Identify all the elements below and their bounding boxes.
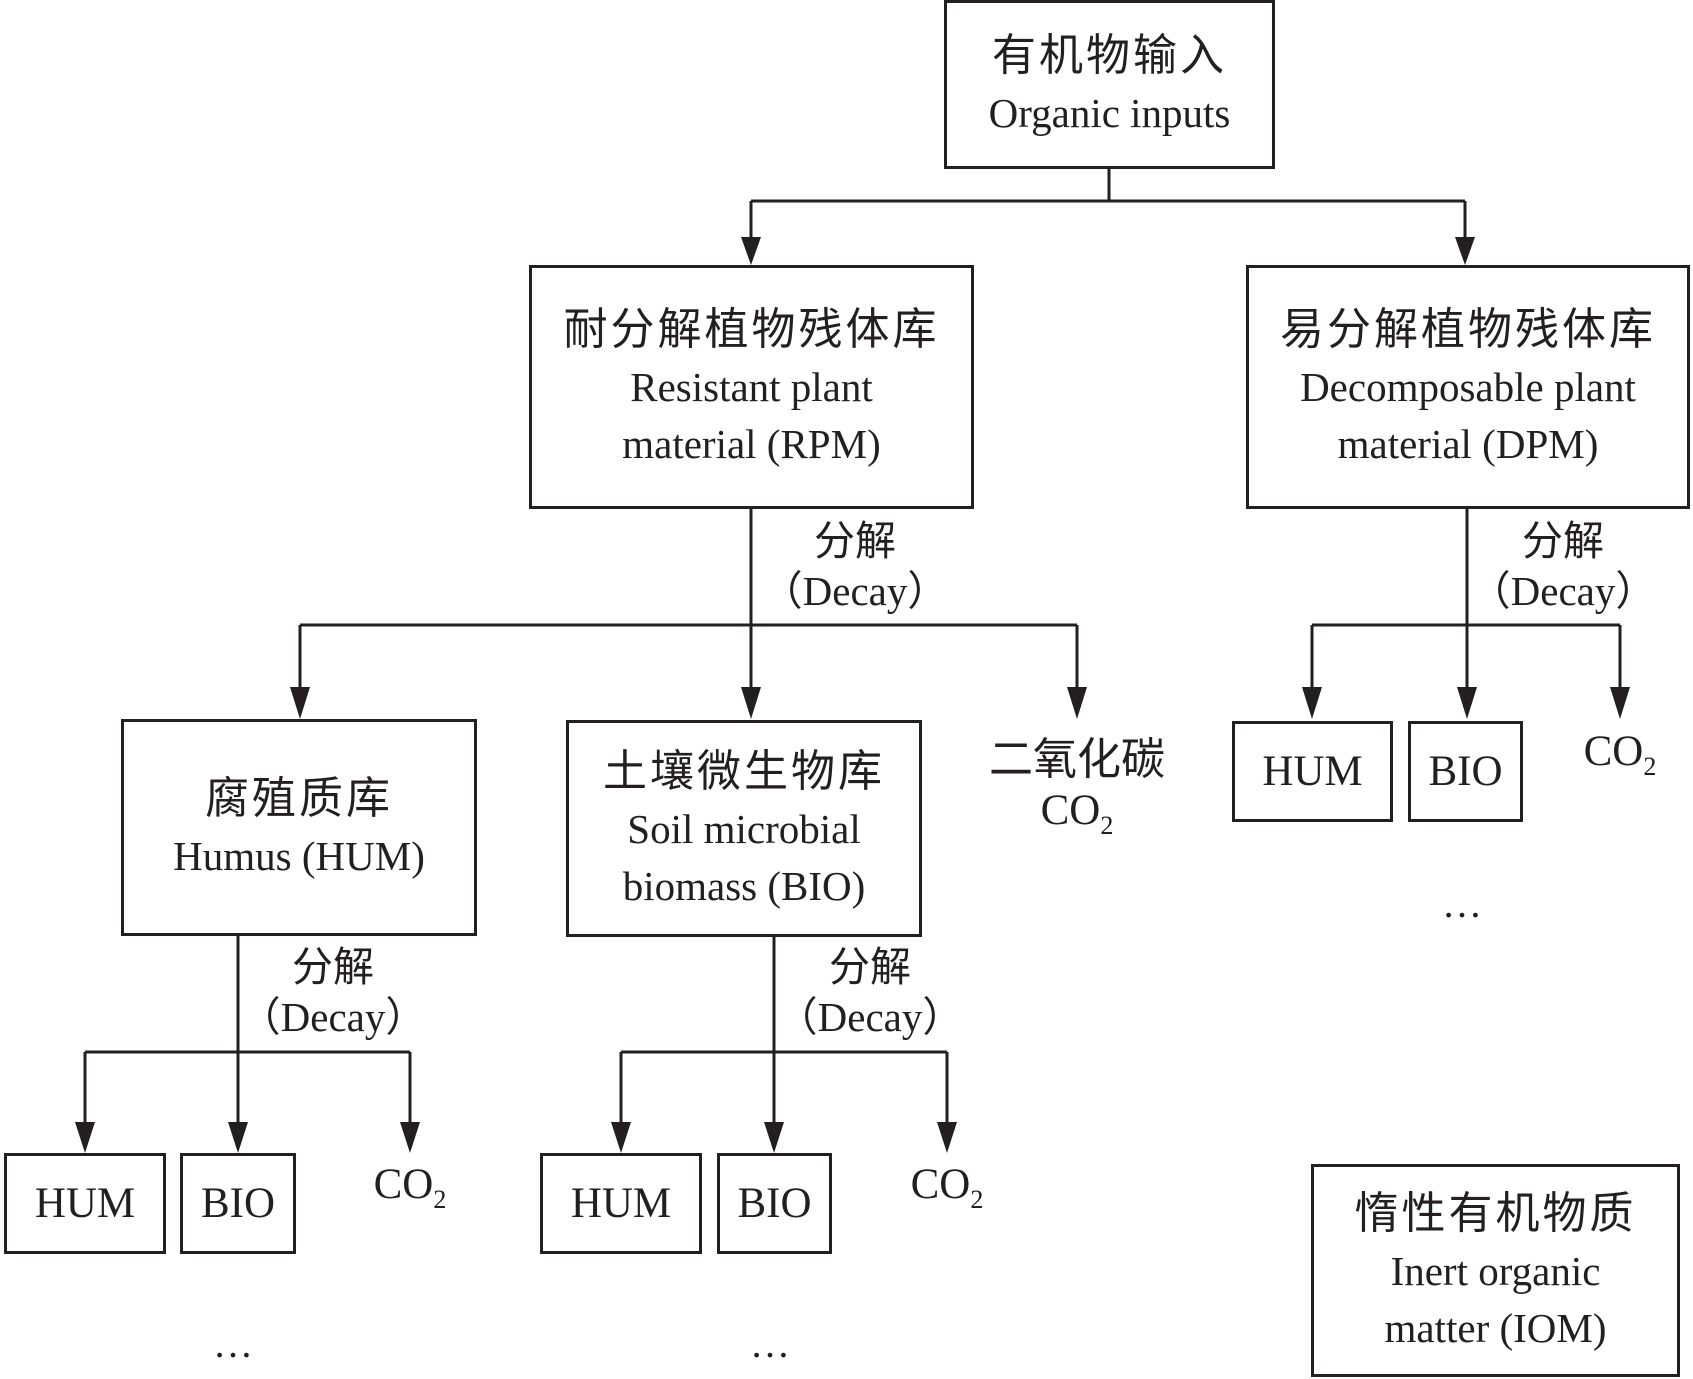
organic-inputs-en: Organic inputs: [988, 90, 1231, 136]
arrowhead-icon: [937, 1122, 957, 1153]
arrowhead-icon: [400, 1122, 420, 1153]
leaf-label: BIO: [737, 1180, 812, 1227]
arrowhead-icon: [228, 1122, 248, 1153]
decay-zh: 分解: [292, 943, 374, 991]
co2-text: CO: [910, 1161, 971, 1208]
soil-microbial-en-line2: biomass (BIO): [622, 862, 866, 909]
dpm-hum-leaf: HUM: [1232, 721, 1393, 822]
dpm-en-line1: Decomposable plant: [1300, 364, 1636, 410]
soil-microbial-zh: 土壤微生物库: [603, 745, 885, 797]
co2-text: CO: [1583, 728, 1644, 775]
leaf-label: BIO: [1428, 748, 1503, 795]
arrowhead-icon: [1067, 687, 1087, 719]
hum-co2-leaf: CO2: [360, 1160, 460, 1215]
organic-inputs-box: 有机物输入 Organic inputs: [944, 0, 1275, 169]
arrowhead-icon: [1302, 687, 1322, 719]
rpm-en-line1: Resistant plant: [630, 364, 873, 410]
co2-main-label: 二氧化碳 CO2: [977, 734, 1177, 841]
iom-box: 惰性有机物质 Inert organic matter (IOM): [1311, 1164, 1680, 1377]
dpm-zh: 易分解植物残体库: [1280, 304, 1656, 355]
decay-en: （Decay）: [1469, 568, 1657, 614]
bio-co2-leaf: CO2: [897, 1160, 997, 1215]
arrowhead-icon: [290, 687, 310, 719]
co2-subscript: 2: [1643, 752, 1657, 781]
rpm-decay-label: 分解 （Decay）: [755, 516, 955, 616]
leaf-label: HUM: [570, 1180, 672, 1227]
arrowhead-icon: [1457, 687, 1477, 719]
bio-hum-leaf: HUM: [540, 1153, 702, 1254]
rpm-zh: 耐分解植物残体库: [563, 304, 940, 355]
dpm-en-line2: material (DPM): [1337, 421, 1599, 467]
leaf-label: BIO: [200, 1180, 276, 1227]
soil-microbial-box: 土壤微生物库 Soil microbial biomass (BIO): [566, 720, 922, 937]
decay-zh: 分解: [814, 517, 896, 565]
arrowhead-icon: [741, 687, 761, 719]
iom-en-line2: matter (IOM): [1384, 1304, 1607, 1351]
arrowhead-icon: [75, 1122, 95, 1153]
rpm-box: 耐分解植物残体库 Resistant plant material (RPM): [529, 265, 974, 509]
arrowhead-icon: [1455, 237, 1475, 265]
decay-zh: 分解: [1522, 517, 1604, 565]
iom-zh: 惰性有机物质: [1354, 1187, 1637, 1239]
dpm-ellipsis: …: [1442, 881, 1484, 926]
decay-en: （Decay）: [761, 568, 949, 614]
decay-en: （Decay）: [776, 994, 964, 1040]
co2-subscript: 2: [970, 1185, 984, 1214]
dpm-decay-label: 分解 （Decay）: [1463, 516, 1663, 616]
hum-hum-leaf: HUM: [4, 1153, 166, 1254]
decay-en: （Decay）: [239, 994, 427, 1040]
rpm-en-line2: material (RPM): [622, 421, 881, 467]
humus-en: Humus (HUM): [173, 833, 425, 879]
co2-main-zh: 二氧化碳: [989, 734, 1165, 785]
arrowhead-icon: [1610, 687, 1630, 719]
organic-inputs-zh: 有机物输入: [992, 30, 1227, 81]
leaf-label: HUM: [1262, 748, 1363, 795]
bio-bio-leaf: BIO: [717, 1153, 832, 1254]
bio-decay-label: 分解 （Decay）: [770, 942, 970, 1042]
soil-microbial-en-line1: Soil microbial: [627, 805, 861, 852]
hum-ellipsis: …: [213, 1321, 255, 1366]
humus-zh: 腐殖质库: [205, 773, 393, 824]
co2-main-formula: CO2: [977, 786, 1177, 841]
dpm-box: 易分解植物残体库 Decomposable plant material (DP…: [1246, 265, 1690, 509]
decay-zh: 分解: [829, 943, 911, 991]
co2-subscript: 2: [433, 1185, 447, 1214]
bio-ellipsis: …: [750, 1321, 792, 1366]
hum-decay-label: 分解 （Decay）: [233, 942, 433, 1042]
iom-en-line1: Inert organic: [1390, 1247, 1601, 1294]
arrowhead-icon: [764, 1122, 784, 1153]
arrowhead-icon: [741, 237, 761, 265]
leaf-label: HUM: [34, 1180, 136, 1227]
co2-text: CO: [1040, 787, 1101, 834]
dpm-co2-leaf: CO2: [1570, 727, 1670, 782]
dpm-bio-leaf: BIO: [1408, 721, 1523, 822]
arrowhead-icon: [611, 1122, 631, 1153]
humus-box: 腐殖质库 Humus (HUM): [121, 719, 477, 936]
co2-text: CO: [373, 1161, 434, 1208]
hum-bio-leaf: BIO: [180, 1153, 296, 1254]
co2-subscript: 2: [1100, 811, 1114, 840]
